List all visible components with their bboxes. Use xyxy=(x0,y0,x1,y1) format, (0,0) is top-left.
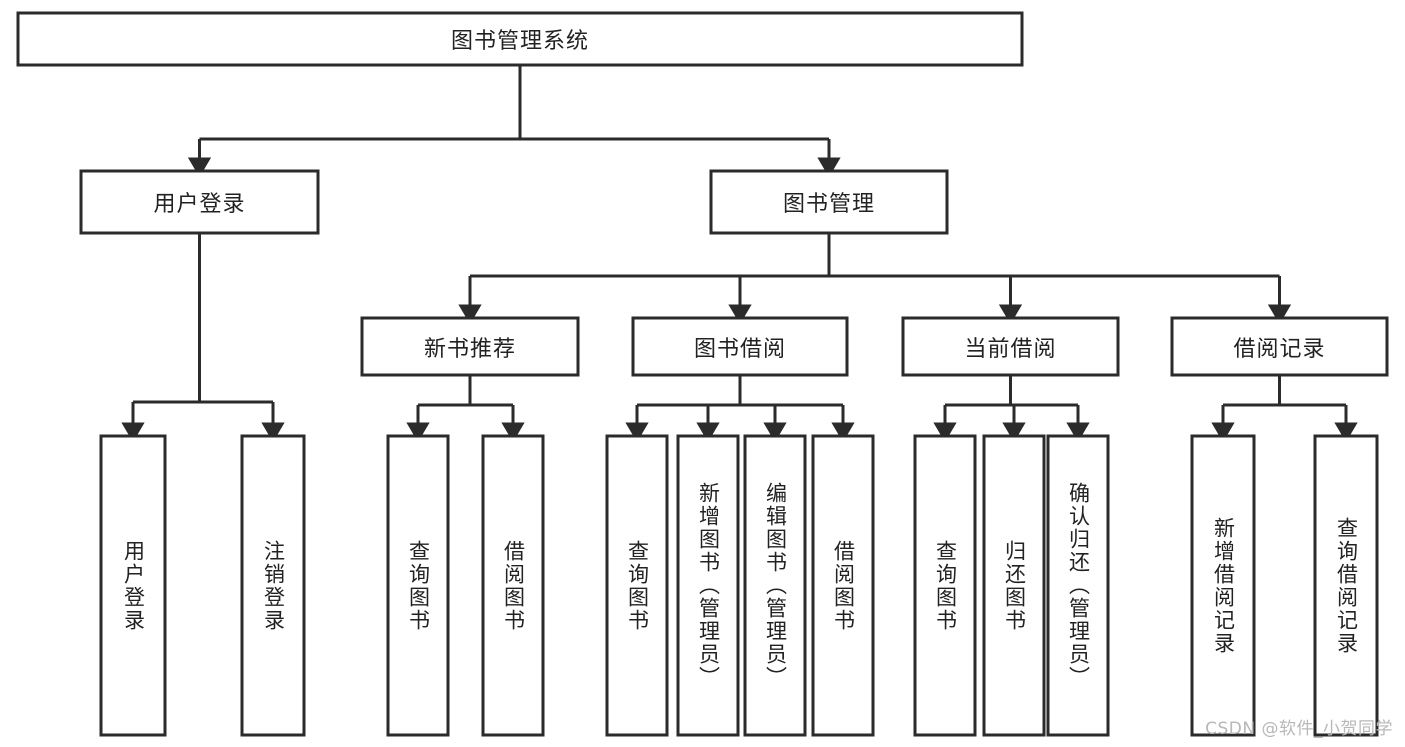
node-box-new-book-rec[interactable] xyxy=(360,316,580,377)
node-box-leaf-return-book[interactable] xyxy=(982,434,1046,737)
node-box-leaf-add-book[interactable] xyxy=(676,434,740,737)
node-box-leaf-query-book-cur[interactable] xyxy=(913,434,977,737)
box-layer xyxy=(16,11,1389,737)
watermark-text: CSDN @软件_小贺同学 xyxy=(1205,719,1393,739)
node-box-root[interactable] xyxy=(16,11,1024,67)
node-box-leaf-user-login[interactable] xyxy=(99,434,167,737)
node-box-current-borrow[interactable] xyxy=(901,316,1120,377)
node-box-leaf-confirm-return[interactable] xyxy=(1046,434,1110,737)
node-box-leaf-query-book-rec[interactable] xyxy=(386,434,450,737)
node-box-leaf-borrow-book[interactable] xyxy=(811,434,875,737)
node-box-book-borrow[interactable] xyxy=(631,316,849,377)
connector-layer xyxy=(121,65,1358,443)
node-box-borrow-record[interactable] xyxy=(1170,316,1389,377)
node-box-leaf-logout[interactable] xyxy=(240,434,306,737)
node-box-leaf-borrow-book-rec[interactable] xyxy=(481,434,545,737)
node-box-book-manage[interactable] xyxy=(709,169,949,235)
node-box-leaf-edit-book[interactable] xyxy=(743,434,807,737)
node-box-leaf-query-record[interactable] xyxy=(1313,434,1379,737)
node-box-leaf-query-book-borrow[interactable] xyxy=(605,434,669,737)
node-box-user-login[interactable] xyxy=(79,169,320,235)
node-box-leaf-add-record[interactable] xyxy=(1190,434,1256,737)
